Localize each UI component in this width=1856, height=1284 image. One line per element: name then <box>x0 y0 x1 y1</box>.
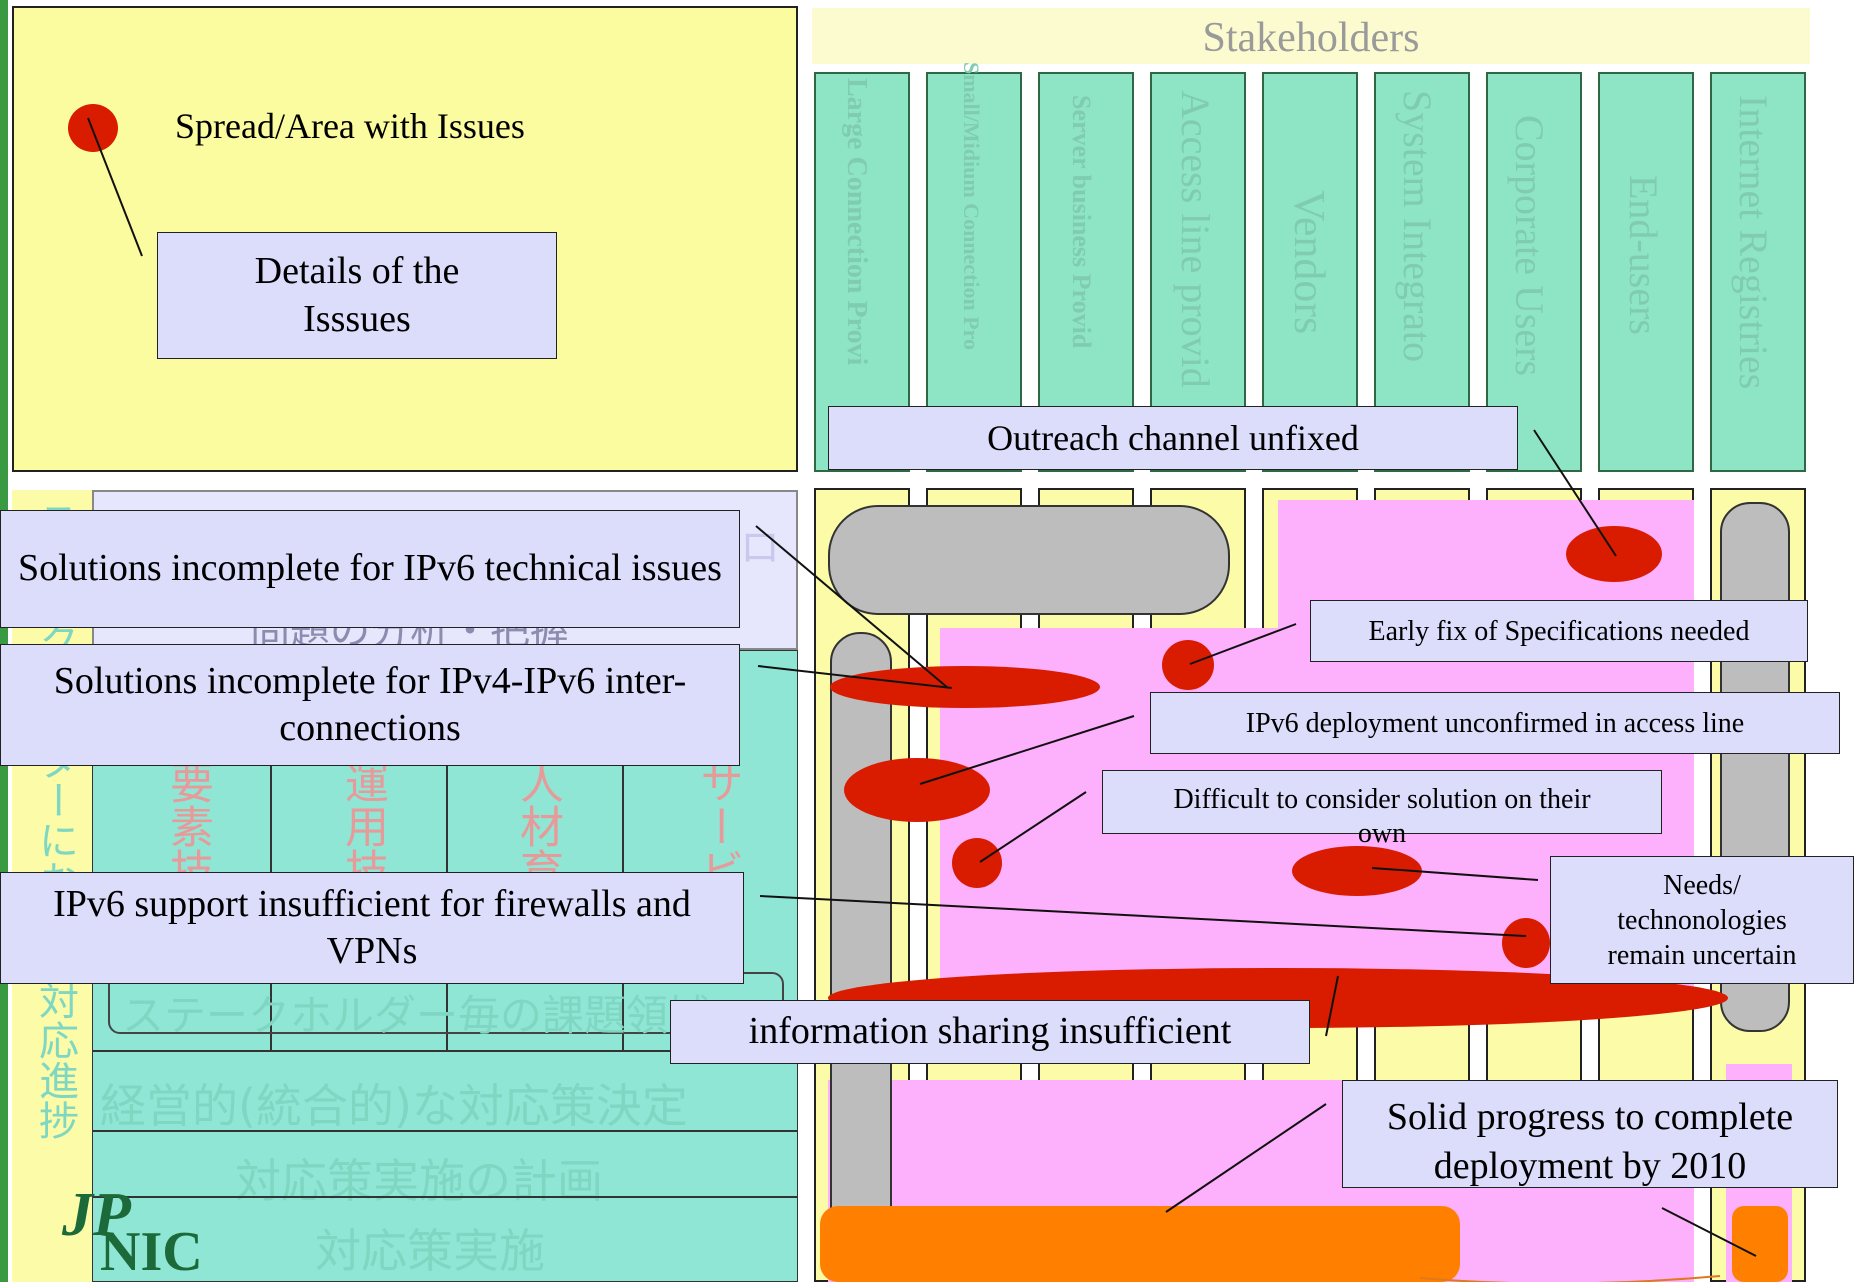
line-needs <box>1371 867 1539 881</box>
left-row-line-3 <box>92 1196 798 1198</box>
legend-issue-marker <box>68 104 118 152</box>
callout-ipv4-ipv6: Solutions incomplete for IPv4-IPv6 inter… <box>0 644 740 766</box>
left-cell-1: 要素技 <box>162 760 213 892</box>
callout-ipv6-technical: Solutions incomplete for IPv6 technical … <box>0 510 740 628</box>
line-legend <box>87 117 143 257</box>
impl-row-label: 対応策実施 <box>315 1224 545 1278</box>
stakeholders-title: Stakeholders <box>1202 15 1420 61</box>
line-ipv6-technical <box>755 525 949 689</box>
legend-details-box: Details of the Isssues <box>157 232 557 359</box>
stakeholder-label-4: Access line provid <box>1173 90 1218 388</box>
issue-mark-early-fix <box>1162 640 1214 690</box>
line-access-line <box>919 715 1135 785</box>
analysis-row-top: ロ <box>740 525 780 571</box>
jpnic-logo: JP NIC <box>62 1180 203 1283</box>
callout-access-line: IPv6 deployment unconfirmed in access li… <box>1150 692 1840 754</box>
callout-needs: Needs/ technonologies remain uncertain <box>1550 856 1854 984</box>
plan-row-label: 対応策実施の計画 <box>235 1154 603 1208</box>
stakeholder-col-8 <box>1598 72 1694 472</box>
domain-row-label: ステークホルダー毎の課題領域 <box>122 991 711 1040</box>
legend-spread-label: Spread/Area with Issues <box>175 106 525 146</box>
line-early-fix <box>1189 623 1297 665</box>
callout-early-fix: Early fix of Specifications needed <box>1310 600 1808 662</box>
stakeholder-label-2: Small/Midium Connection Pro <box>959 62 984 351</box>
stakeholder-label-8: End-users <box>1621 175 1666 335</box>
gray-pill-top <box>828 505 1230 615</box>
left-cell-2: 運用技 <box>337 760 388 892</box>
callout-difficult: Difficult to consider solution on their … <box>1102 770 1662 849</box>
stakeholder-col-9 <box>1710 72 1806 472</box>
line-solid-progress <box>1165 1103 1327 1213</box>
stakeholder-col-6 <box>1374 72 1470 472</box>
orange-bar-registry <box>1732 1206 1788 1282</box>
stakeholder-col-7 <box>1486 72 1582 472</box>
issue-mark-firewall <box>1502 918 1550 968</box>
stakeholders-header <box>812 8 1810 64</box>
decision-row-label: 経営的(統合的)な対応策決定 <box>100 1079 688 1133</box>
left-row-line-1 <box>92 1050 798 1052</box>
stakeholder-col-1 <box>814 72 910 472</box>
stakeholder-label-9: Internet Registries <box>1731 95 1776 390</box>
callout-firewalls: IPv6 support insufficient for firewalls … <box>0 872 744 984</box>
legend-details-label: Details of the Isssues <box>254 250 460 340</box>
line-outreach <box>1533 429 1617 557</box>
issue-mark-difficult <box>952 838 1002 888</box>
stakeholder-label-6: System Integrato <box>1395 90 1440 363</box>
stakeholder-col-2 <box>926 72 1022 472</box>
left-edge-strip <box>0 0 8 1282</box>
left-cell-3: 人材育 <box>512 760 563 892</box>
issue-mark-ipv4-ipv6 <box>830 666 1100 708</box>
callout-outreach: Outreach channel unfixed <box>828 406 1518 470</box>
line-info-sharing <box>1325 975 1339 1037</box>
stakeholder-col-3 <box>1038 72 1134 472</box>
stakeholder-label-5: Vendors <box>1285 190 1334 335</box>
stakeholder-label-1: Large Connection Provi <box>841 78 872 366</box>
line-firewall <box>759 895 1527 937</box>
orange-bar-main <box>820 1206 1460 1282</box>
line-ipv4-ipv6 <box>757 665 953 689</box>
stakeholder-col-5 <box>1262 72 1358 472</box>
callout-info-sharing: information sharing insufficient <box>670 1000 1310 1064</box>
logo-top: JP <box>62 1181 131 1249</box>
line-registry <box>1661 1207 1757 1257</box>
callout-solid-progress: Solid progress to complete deployment by… <box>1342 1080 1838 1188</box>
gray-pill-left <box>830 632 892 1282</box>
stakeholder-col-4 <box>1150 72 1246 472</box>
left-row-line-2 <box>92 1130 798 1132</box>
stakeholder-label-3: Server business Provid <box>1067 95 1096 349</box>
line-difficult <box>979 791 1087 863</box>
logo-bottom: NIC <box>100 1221 203 1283</box>
stakeholder-label-7: Corporate Users <box>1507 115 1552 377</box>
left-cell-4: サービ <box>692 760 743 892</box>
orange-arc <box>1419 1275 1721 1282</box>
